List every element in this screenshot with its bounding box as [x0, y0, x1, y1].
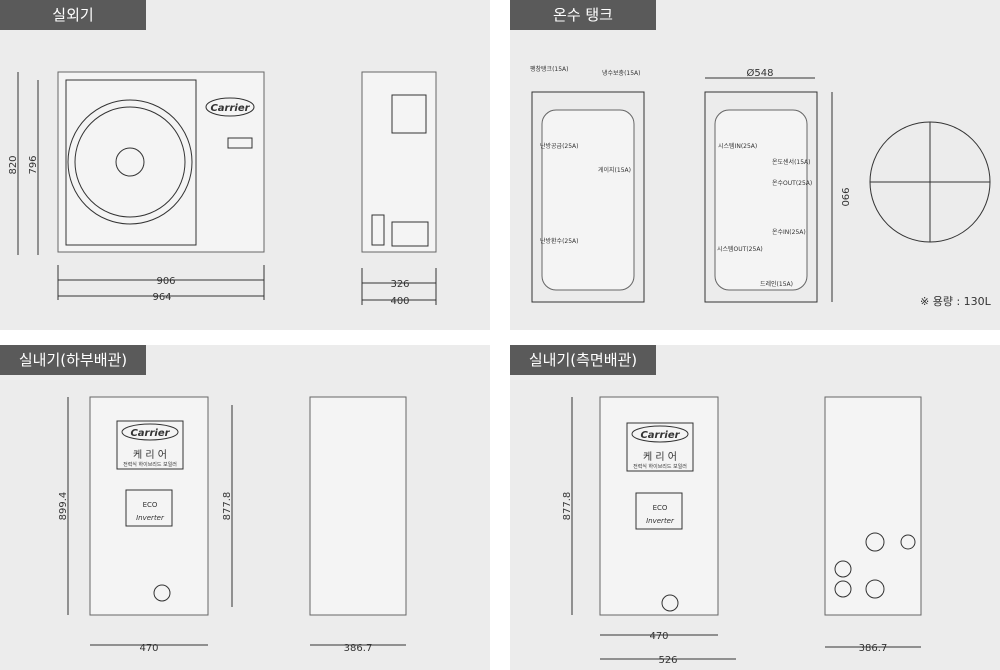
svg-text:Inverter: Inverter — [646, 517, 675, 525]
svg-text:시스템IN(25A): 시스템IN(25A) — [718, 143, 757, 150]
svg-text:ECO: ECO — [143, 501, 158, 509]
svg-text:796: 796 — [28, 155, 39, 174]
svg-text:470: 470 — [139, 643, 158, 654]
indoor-bottom-drawing: Carrier 케 리 어 전력식 하이브리드 보일러 ECO Inverter… — [58, 396, 407, 654]
hot-water-tank-panel: 온수 탱크 Ø548 990 ※ 용량 : 130L 팽창탱크(15A) 냉수보충… — [510, 0, 1000, 330]
svg-text:877.8: 877.8 — [222, 492, 233, 521]
panel-title: 실외기 — [0, 0, 146, 30]
svg-text:Ø548: Ø548 — [747, 67, 774, 79]
svg-text:Inverter: Inverter — [136, 514, 165, 522]
svg-text:906: 906 — [156, 276, 175, 287]
svg-text:ECO: ECO — [653, 504, 668, 512]
tank-drawing: Ø548 990 ※ 용량 : 130L 팽창탱크(15A)냉수보충(15A) … — [530, 65, 992, 308]
svg-text:온수IN(25A): 온수IN(25A) — [772, 229, 806, 236]
svg-text:시스템OUT(25A): 시스템OUT(25A) — [717, 246, 763, 253]
svg-text:400: 400 — [390, 296, 409, 307]
svg-text:드레인(15A): 드레인(15A) — [760, 280, 793, 288]
svg-text:964: 964 — [152, 292, 171, 303]
svg-text:899.4: 899.4 — [58, 492, 69, 521]
svg-text:386.7: 386.7 — [344, 643, 373, 654]
indoor-unit-bottom-panel: 실내기(하부배관) Carrier 케 리 어 전력식 하이브리드 보일러 EC… — [0, 345, 490, 670]
svg-text:326: 326 — [390, 279, 409, 290]
svg-text:온수OUT(25A): 온수OUT(25A) — [772, 180, 812, 187]
panel-title: 실내기(측면배관) — [510, 345, 656, 375]
indoor-side-drawing: Carrier 케 리 어 전력식 하이브리드 보일러 ECO Inverter… — [562, 396, 922, 666]
svg-text:팽창탱크(15A): 팽창탱크(15A) — [530, 65, 569, 73]
panel-title: 실내기(하부배관) — [0, 345, 146, 375]
indoor-unit-side-panel: 실내기(측면배관) Carrier 케 리 어 전력식 하이브리드 보일러 EC… — [510, 345, 1000, 670]
outdoor-unit-panel: 실외기 Carrier 820 796 906 964 326 400 — [0, 0, 490, 330]
svg-text:냉수보충(15A): 냉수보충(15A) — [602, 69, 641, 77]
svg-text:470: 470 — [649, 631, 668, 642]
svg-text:전력식 하이브리드 보일러: 전력식 하이브리드 보일러 — [633, 463, 687, 470]
svg-text:990: 990 — [839, 187, 850, 206]
svg-text:케 리 어: 케 리 어 — [133, 449, 167, 461]
svg-text:온도센서(15A): 온도센서(15A) — [772, 158, 811, 166]
carrier-logo: Carrier — [210, 103, 250, 114]
svg-text:게이지(15A): 게이지(15A) — [598, 166, 631, 174]
svg-text:케 리 어: 케 리 어 — [643, 451, 677, 463]
outdoor-unit-drawing: Carrier 820 796 906 964 326 400 — [8, 71, 437, 307]
svg-text:820: 820 — [8, 155, 19, 174]
panel-title: 온수 탱크 — [510, 0, 656, 30]
svg-text:※ 용량 : 130L: ※ 용량 : 130L — [920, 295, 992, 308]
svg-text:난방환수(25A): 난방환수(25A) — [540, 237, 579, 245]
svg-text:Carrier: Carrier — [640, 430, 680, 441]
svg-text:전력식 하이브리드 보일러: 전력식 하이브리드 보일러 — [123, 461, 177, 468]
svg-text:난방공급(25A): 난방공급(25A) — [540, 142, 579, 150]
svg-text:Carrier: Carrier — [130, 428, 170, 439]
svg-text:386.7: 386.7 — [859, 643, 888, 654]
svg-text:877.8: 877.8 — [562, 492, 573, 521]
svg-text:526: 526 — [658, 655, 677, 666]
